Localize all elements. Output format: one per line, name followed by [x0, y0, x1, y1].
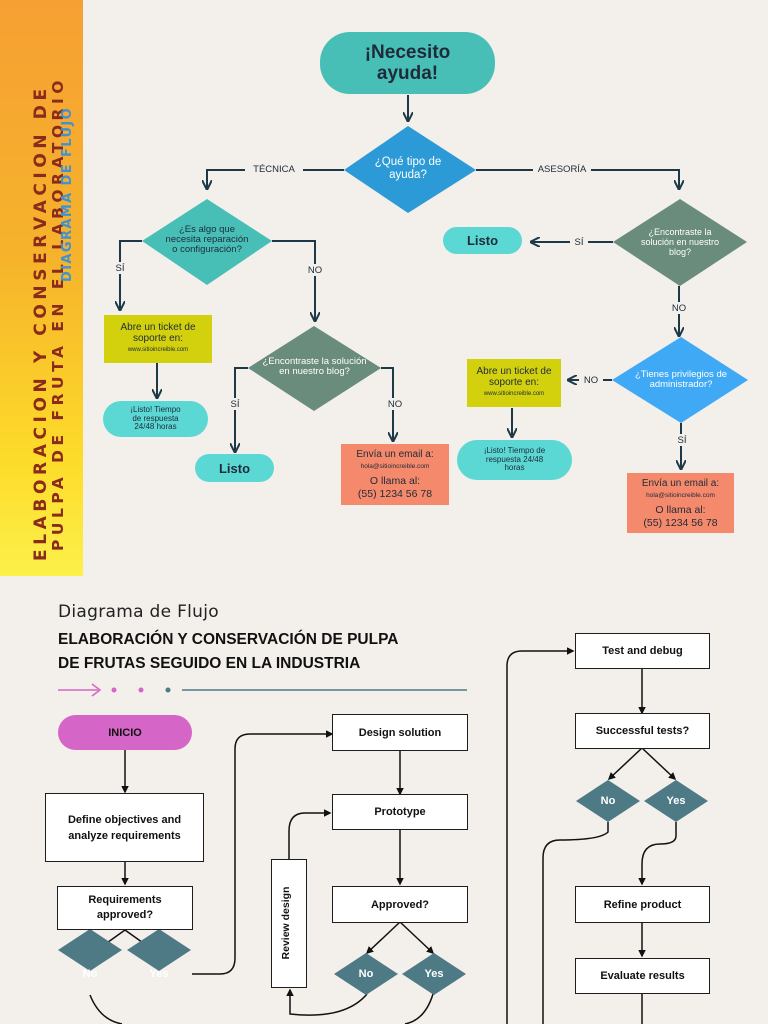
decision-blog-left	[248, 326, 381, 411]
email-box-left: Envía un email a: hola@sitioincreible.co…	[341, 444, 449, 505]
listo-pill-right: Listo	[443, 227, 522, 254]
label-si-4: SÍ	[673, 434, 691, 446]
email-address: hola@sitioincreible.com	[360, 463, 430, 470]
decision-blog-right	[613, 199, 747, 286]
bottom-heading-small: Diagrama de Flujo	[58, 602, 219, 622]
email-title: Envía un email a:	[356, 449, 434, 460]
email-title: Envía un email a:	[641, 478, 720, 489]
blog-right-text: ¿Encontraste la solución en nuestro blog…	[640, 227, 720, 257]
decision-yes-3	[644, 780, 708, 822]
ticket-title: Abre un ticket de soporte en:	[476, 366, 552, 388]
no-label-3: No	[600, 795, 616, 807]
test-box: Test and debug	[575, 633, 710, 669]
repair-text: ¿Es algo que necesita reparación o confi…	[165, 224, 249, 255]
decision-no-1	[58, 929, 122, 971]
ticket-url: www.sitioincreible.com	[127, 347, 189, 353]
phone-number: (55) 1234 56 78	[643, 517, 718, 529]
ticket-url: www.sitioincreible.com	[483, 391, 545, 397]
phone-number: (55) 1234 56 78	[357, 488, 433, 500]
ticket-title: Abre un ticket de soporte en:	[120, 322, 196, 344]
admin-text: ¿Tienes privilegios de administrador?	[634, 368, 728, 390]
decision-yes-2	[402, 953, 466, 995]
decision-help-type	[344, 126, 476, 213]
yes-label-3: Yes	[666, 795, 686, 807]
call-title: O llama al:	[655, 504, 706, 516]
start-pill: ¡Necesito ayuda!	[320, 32, 495, 94]
decision-yes-1	[127, 929, 191, 971]
blog-left-text: ¿Encontraste la solución en nuestro blog…	[262, 355, 367, 377]
email-box-right: Envía un email a: hola@sitioincreible.co…	[627, 473, 734, 533]
done-pill-right: ¡Listo! Tiempo de respuesta 24/48 horas	[457, 440, 572, 480]
label-no-2: NO	[383, 398, 407, 410]
help-type-text: ¿Qué tipo de ayuda?	[374, 156, 442, 181]
listo-pill-left: Listo	[195, 454, 274, 482]
label-no-4: NO	[579, 374, 603, 386]
done-pill-left: ¡Listo! Tiempo de respuesta 24/48 horas	[103, 401, 208, 437]
ticket-box-left: Abre un ticket de soporte en: www.sitioi…	[104, 315, 212, 363]
yes-label-1: Yes	[149, 968, 169, 980]
decision-no-3	[576, 780, 640, 822]
review-design-box: Review design	[271, 859, 307, 988]
review-design-text: Review design	[280, 886, 292, 960]
ticket-box-right: Abre un ticket de soporte en: www.sitioi…	[467, 359, 561, 407]
bottom-heading-line1: ELABORACIÓN Y CONSERVACIÓN DE PULPA	[58, 631, 399, 648]
design-box: Design solution	[332, 714, 468, 751]
call-title: O llama al:	[369, 475, 421, 487]
label-asesoria: ASESORÍA	[533, 162, 591, 176]
label-no-3: NO	[667, 302, 691, 314]
label-si-3: SÍ	[570, 236, 588, 248]
bottom-connectors	[58, 647, 708, 1024]
evaluate-box: Evaluate results	[575, 958, 710, 994]
prototype-box: Prototype	[332, 794, 468, 830]
bottom-heading-line2: DE FRUTAS SEGUIDO EN LA INDUSTRIA	[58, 655, 361, 672]
decision-no-2	[334, 953, 398, 995]
no-label-1: No	[82, 968, 98, 980]
define-box: Define objectives and analyze requiremen…	[45, 793, 204, 862]
successful-box: Successful tests?	[575, 713, 710, 749]
label-si-2: SÍ	[227, 398, 243, 410]
refine-box: Refine product	[575, 886, 710, 923]
no-label-2: No	[358, 968, 374, 980]
label-si-1: SÍ	[112, 262, 128, 274]
email-address: hola@sitioincreible.com	[646, 492, 715, 499]
decision-admin	[612, 337, 748, 423]
decision-repair	[142, 199, 272, 285]
inicio-pill: INICIO	[58, 715, 192, 750]
decor-arrow-row	[58, 683, 467, 697]
label-tecnica: TÉCNICA	[245, 162, 303, 176]
yes-label-2: Yes	[424, 968, 444, 980]
approved-box: Approved?	[332, 886, 468, 923]
label-no-1: NO	[303, 264, 327, 276]
req-approved-box: Requirements approved?	[57, 886, 193, 930]
sidebar-banner: ELABORACION Y CONSERVACION DE PULPA DE F…	[0, 0, 83, 576]
